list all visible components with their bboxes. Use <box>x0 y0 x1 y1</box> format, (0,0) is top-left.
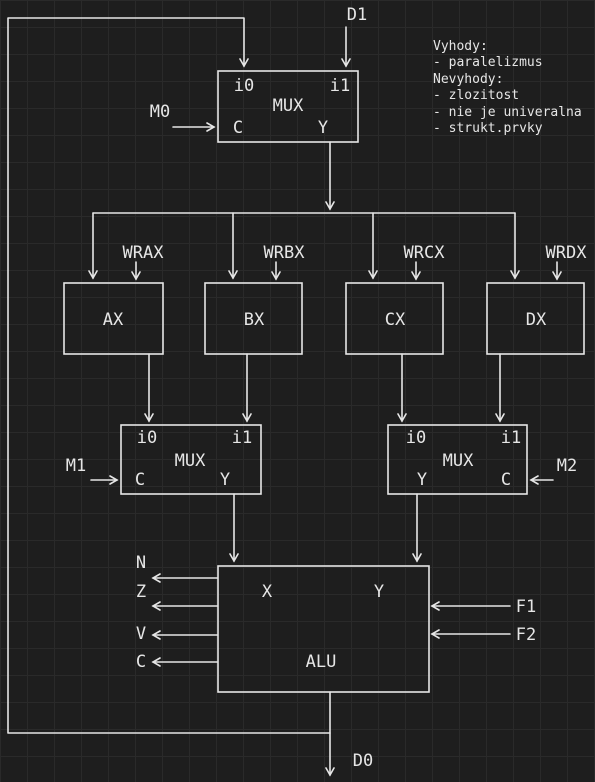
register-dx-label: DX <box>526 310 547 330</box>
mux-right-title: MUX <box>443 451 474 471</box>
register-cx-box <box>345 282 444 355</box>
register-bx-label: BX <box>244 310 265 330</box>
flag-c-label: C <box>136 652 146 672</box>
alu-y-input: Y <box>374 582 384 602</box>
m0-label: M0 <box>150 102 170 122</box>
d1-label: D1 <box>347 5 367 25</box>
mux-top-y: Y <box>318 118 328 138</box>
alu-box <box>217 565 430 693</box>
wrbx-label: WRBX <box>264 243 306 263</box>
alu-x-input: X <box>262 582 273 602</box>
mux-top-i0: i0 <box>234 76 254 96</box>
m1-label: M1 <box>66 456 86 476</box>
register-cx-label: CX <box>385 310 406 330</box>
mux-right-i0: i0 <box>406 428 426 448</box>
alu-title: ALU <box>306 652 337 672</box>
note-pro-1: - paralelizmus <box>433 55 543 70</box>
mux-left-box <box>120 424 262 495</box>
f2-label: F2 <box>516 625 536 645</box>
note-vyhody: Vyhody: <box>433 39 488 54</box>
mux-left-title: MUX <box>175 451 206 471</box>
mux-left-i1: i1 <box>232 428 252 448</box>
mux-top-box <box>217 70 359 143</box>
register-ax-box <box>63 282 164 355</box>
mux-right-y: Y <box>417 470 427 490</box>
note-con-3: - strukt.prvky <box>433 121 543 136</box>
mux-left-i0: i0 <box>137 428 157 448</box>
flag-z-label: Z <box>136 582 146 602</box>
mux-right-i1: i1 <box>501 428 521 448</box>
mux-left-c: C <box>135 470 145 490</box>
mux-top-c: C <box>233 118 243 138</box>
flag-n-label: N <box>136 553 146 573</box>
m2-label: M2 <box>557 456 577 476</box>
mux-left-y: Y <box>220 470 230 490</box>
mux-top-i1: i1 <box>330 76 350 96</box>
mux-right-c: C <box>501 470 511 490</box>
note-con-1: - zlozitost <box>433 88 519 103</box>
d0-label: D0 <box>353 751 373 771</box>
flag-v-label: V <box>136 624 146 644</box>
note-nevyhody: Nevyhody: <box>433 72 503 87</box>
register-dx-box <box>486 282 585 355</box>
mux-top-title: MUX <box>273 96 304 116</box>
feedback-wire <box>7 17 331 734</box>
register-ax-label: AX <box>103 310 124 330</box>
register-bx-box <box>204 282 303 355</box>
wrdx-label: WRDX <box>546 243 588 263</box>
f1-label: F1 <box>516 597 536 617</box>
wrcx-label: WRCX <box>404 243 446 263</box>
mux-right-box <box>387 424 528 495</box>
wrax-label: WRAX <box>123 243 165 263</box>
note-con-2: - nie je univeralna <box>433 105 582 120</box>
